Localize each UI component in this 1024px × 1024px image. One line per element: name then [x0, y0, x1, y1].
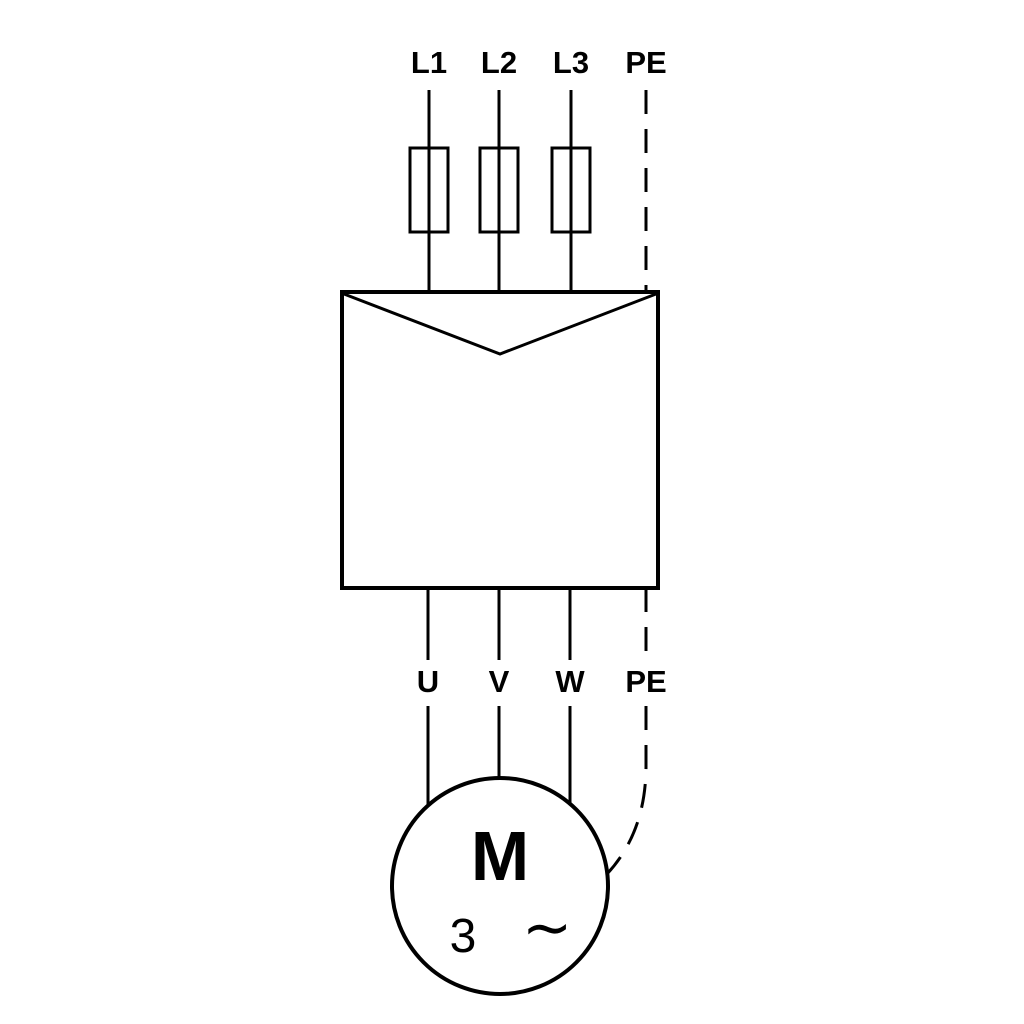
motor-circle [390, 776, 610, 996]
converter-box [340, 290, 660, 590]
label-v: V [489, 664, 510, 699]
label-pe-top: PE [625, 45, 666, 80]
fuse-l3-icon [550, 146, 592, 234]
sine-wave-icon: ∼ [522, 894, 572, 961]
label-u: U [417, 664, 439, 699]
fuses [408, 146, 592, 234]
output-conductors-lower [426, 706, 648, 876]
supply-terminal-labels: L1 L2 L3 PE [411, 45, 667, 80]
motor-symbol: M 3 ∼ [390, 776, 610, 996]
label-l3: L3 [553, 45, 589, 80]
label-l1: L1 [411, 45, 447, 80]
fuse-l1-icon [408, 146, 450, 234]
output-terminal-labels: U V W PE [417, 664, 667, 699]
supply-conductors [427, 90, 648, 292]
motor-designation: M [471, 817, 529, 895]
converter-chevron-icon [343, 292, 657, 356]
motor-phase-count: 3 [450, 910, 477, 963]
label-w: W [555, 664, 585, 699]
label-l2: L2 [481, 45, 517, 80]
converter-unit [340, 290, 660, 590]
fuse-l2-icon [478, 146, 520, 234]
label-pe-bottom: PE [625, 664, 666, 699]
conductor-pe-to-motor [605, 706, 648, 876]
output-conductors-upper [426, 588, 648, 660]
